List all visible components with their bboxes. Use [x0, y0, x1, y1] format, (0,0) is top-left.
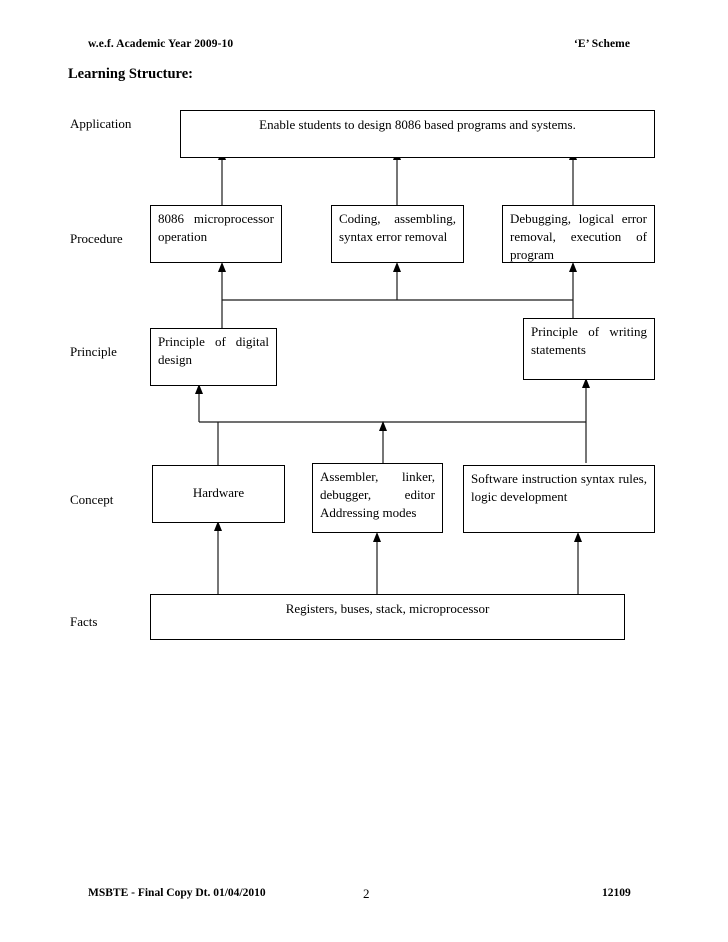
- row-label-principle: Principle: [70, 344, 117, 359]
- box-principle-2-text: Principle of writing statements: [531, 324, 647, 357]
- box-procedure-1-text: 8086 microprocessor operation: [158, 211, 274, 244]
- box-application: Enable students to design 8086 based pro…: [180, 110, 655, 158]
- box-concept-2: Assembler, linker, debugger, editor Addr…: [312, 463, 443, 533]
- footer-right-text: 12109: [602, 887, 631, 899]
- row-label-facts: Facts: [70, 614, 98, 629]
- page-title: Learning Structure:: [68, 66, 193, 82]
- footer-page-number: 2: [363, 886, 370, 901]
- box-concept-3: Software instruction syntax rules, logic…: [463, 465, 655, 533]
- box-procedure-3-text: Debugging, logical error removal, execut…: [510, 211, 647, 262]
- box-principle-2: Principle of writing statements: [523, 318, 655, 380]
- box-facts-text: Registers, buses, stack, microprocessor: [285, 601, 490, 616]
- row-label-concept: Concept: [70, 492, 114, 507]
- row-label-application: Application: [70, 116, 132, 131]
- box-concept-1-text: Hardware: [192, 485, 245, 500]
- box-application-text: Enable students to design 8086 based pro…: [259, 117, 576, 132]
- box-procedure-2: Coding, assembling, syntax error removal: [331, 205, 464, 263]
- box-procedure-1: 8086 microprocessor operation: [150, 205, 282, 263]
- row-label-procedure: Procedure: [70, 231, 123, 246]
- box-concept-3-text: Software instruction syntax rules, logic…: [471, 471, 647, 504]
- box-procedure-2-text: Coding, assembling, syntax error removal: [339, 211, 456, 244]
- footer-left-text: MSBTE - Final Copy Dt. 01/04/2010: [88, 887, 266, 899]
- box-principle-1-text: Principle of digital design: [158, 334, 269, 367]
- header-left-text: w.e.f. Academic Year 2009-10: [88, 38, 234, 50]
- header-right-text: ‘E’ Scheme: [574, 38, 631, 50]
- box-principle-1: Principle of digital design: [150, 328, 277, 386]
- box-facts: Registers, buses, stack, microprocessor: [150, 594, 625, 640]
- box-procedure-3: Debugging, logical error removal, execut…: [502, 205, 655, 263]
- box-concept-1: Hardware: [152, 465, 285, 523]
- box-concept-2-text: Assembler, linker, debugger, editor Addr…: [320, 469, 435, 520]
